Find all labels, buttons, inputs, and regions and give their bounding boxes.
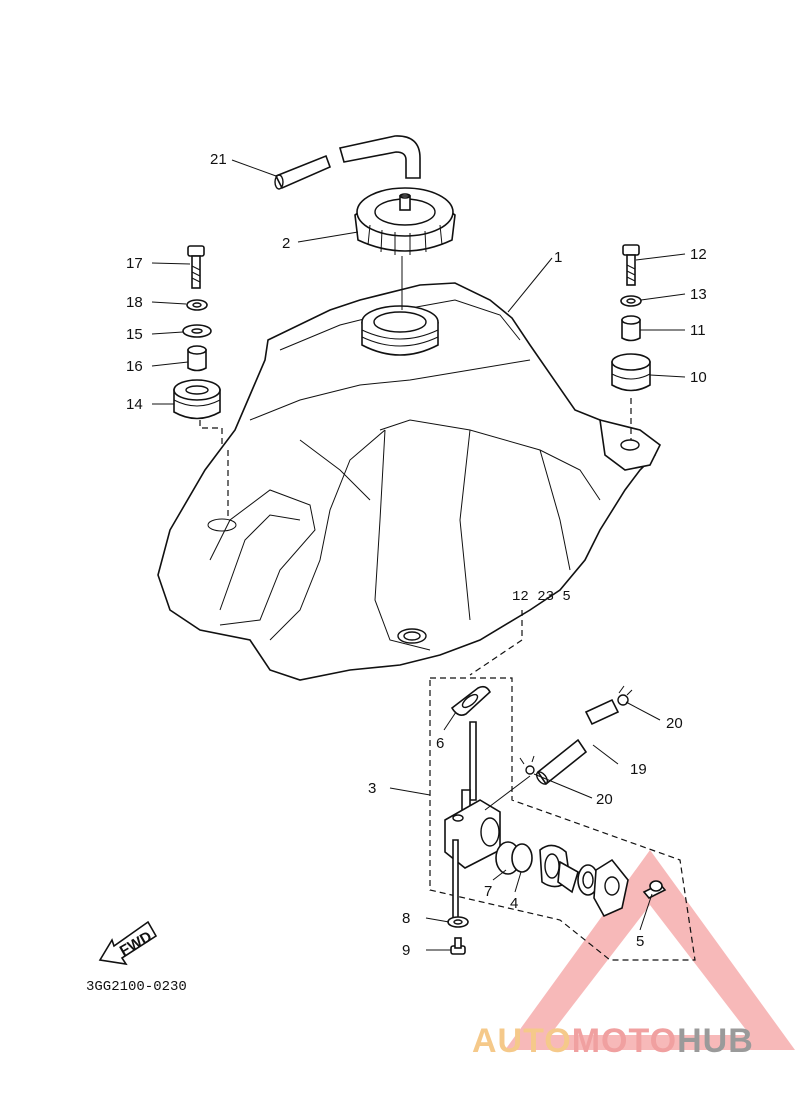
callout-labels: 21 2 1 17 18 15 16 14 12 13 11 10 6 3 20… xyxy=(126,151,707,959)
callout-13: 13 xyxy=(690,286,707,303)
callout-6: 6 xyxy=(436,735,444,752)
callout-2: 2 xyxy=(282,235,290,252)
tank-to-cock-link xyxy=(469,610,523,676)
callout-8: 8 xyxy=(402,910,410,927)
callout-21: 21 xyxy=(210,151,227,168)
callout-15: 15 xyxy=(126,326,143,343)
callout-11: 11 xyxy=(690,322,706,339)
callout-1: 1 xyxy=(554,249,562,266)
leader-lines xyxy=(151,159,686,951)
callout-10: 10 xyxy=(690,369,707,386)
fuel-tank: 12 23 5 xyxy=(157,282,662,681)
diagram-code: 3GG2100-0230 xyxy=(86,979,187,995)
callout-18: 18 xyxy=(126,294,143,311)
fuel-hose-and-clips xyxy=(519,685,633,786)
logo-part-hub: HUB xyxy=(677,1022,754,1060)
fuel-cock-assembly xyxy=(429,677,696,961)
callout-19: 19 xyxy=(630,761,647,778)
fuel-cap xyxy=(354,187,456,255)
callout-7: 7 xyxy=(484,883,492,900)
callout-20-upper: 20 xyxy=(666,715,683,732)
callout-4: 4 xyxy=(510,895,518,912)
logo-part-auto: AUTO xyxy=(472,1022,572,1060)
callout-3: 3 xyxy=(368,780,376,797)
callout-9: 9 xyxy=(402,942,410,959)
callout-5: 5 xyxy=(636,933,644,950)
right-mount-hardware xyxy=(611,244,651,440)
callout-16: 16 xyxy=(126,358,143,375)
left-mount-hardware xyxy=(173,245,229,520)
callout-20-lower: 20 xyxy=(596,791,613,808)
callout-14: 14 xyxy=(126,396,143,413)
svg-text:12 23 5: 12 23 5 xyxy=(512,589,571,605)
callout-12: 12 xyxy=(690,246,707,263)
automotohub-logo: AUTOMOTOHUB xyxy=(472,1022,754,1061)
logo-part-moto: MOTO xyxy=(571,1022,678,1060)
breather-hose xyxy=(274,135,421,190)
forward-direction-icon: FWD xyxy=(98,920,158,966)
callout-17: 17 xyxy=(126,255,143,272)
